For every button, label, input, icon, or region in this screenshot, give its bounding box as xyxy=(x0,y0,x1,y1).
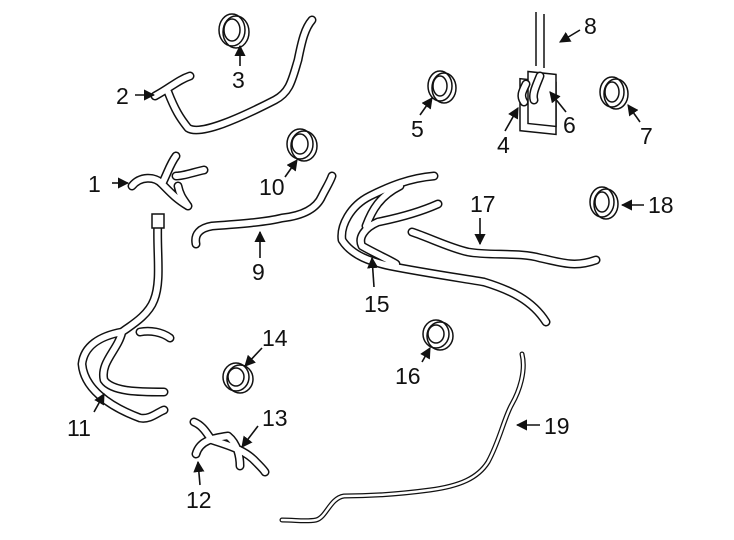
callout-14: 14 xyxy=(262,325,288,351)
clamp-part-18 xyxy=(589,186,619,220)
callout-19: 19 xyxy=(544,413,570,439)
callout-17: 17 xyxy=(470,191,496,217)
hose-part-2 xyxy=(150,15,317,135)
callout-16: 16 xyxy=(395,363,421,389)
hose-part-17 xyxy=(407,227,601,269)
hose-part-1 xyxy=(127,151,209,211)
callout-18: 18 xyxy=(648,192,674,218)
callout-4: 4 xyxy=(497,132,510,158)
pipe-part-6 xyxy=(529,71,545,105)
callout-11: 11 xyxy=(67,415,91,441)
clamp-part-14 xyxy=(222,362,254,394)
callout-7: 7 xyxy=(640,123,653,149)
clamp-part-3 xyxy=(218,13,250,49)
pipe-part-19 xyxy=(279,351,526,524)
callout-5: 5 xyxy=(411,116,424,142)
clamp-part-16 xyxy=(422,319,454,351)
hose-part-11 xyxy=(77,213,175,423)
callout-1: 1 xyxy=(88,171,101,197)
callout-10: 10 xyxy=(259,174,285,200)
callout-9: 9 xyxy=(252,259,265,285)
callout-3: 3 xyxy=(232,67,245,93)
callout-12: 12 xyxy=(186,487,212,513)
hose-part-9 xyxy=(191,171,337,249)
callout-8: 8 xyxy=(584,13,597,39)
clamp-part-10 xyxy=(286,128,318,162)
clamp-part-7 xyxy=(599,76,629,110)
callout-15: 15 xyxy=(364,291,390,317)
callout-6: 6 xyxy=(563,112,576,138)
callout-labels: 1 2 3 4 5 6 7 8 9 10 11 12 13 14 15 16 1… xyxy=(67,13,674,513)
hose-part-13 xyxy=(189,417,270,477)
leader-lines xyxy=(93,29,644,486)
clamp-part-5 xyxy=(427,70,457,104)
pipe-part-4 xyxy=(517,79,531,107)
callout-2: 2 xyxy=(116,83,129,109)
callout-13: 13 xyxy=(262,405,288,431)
